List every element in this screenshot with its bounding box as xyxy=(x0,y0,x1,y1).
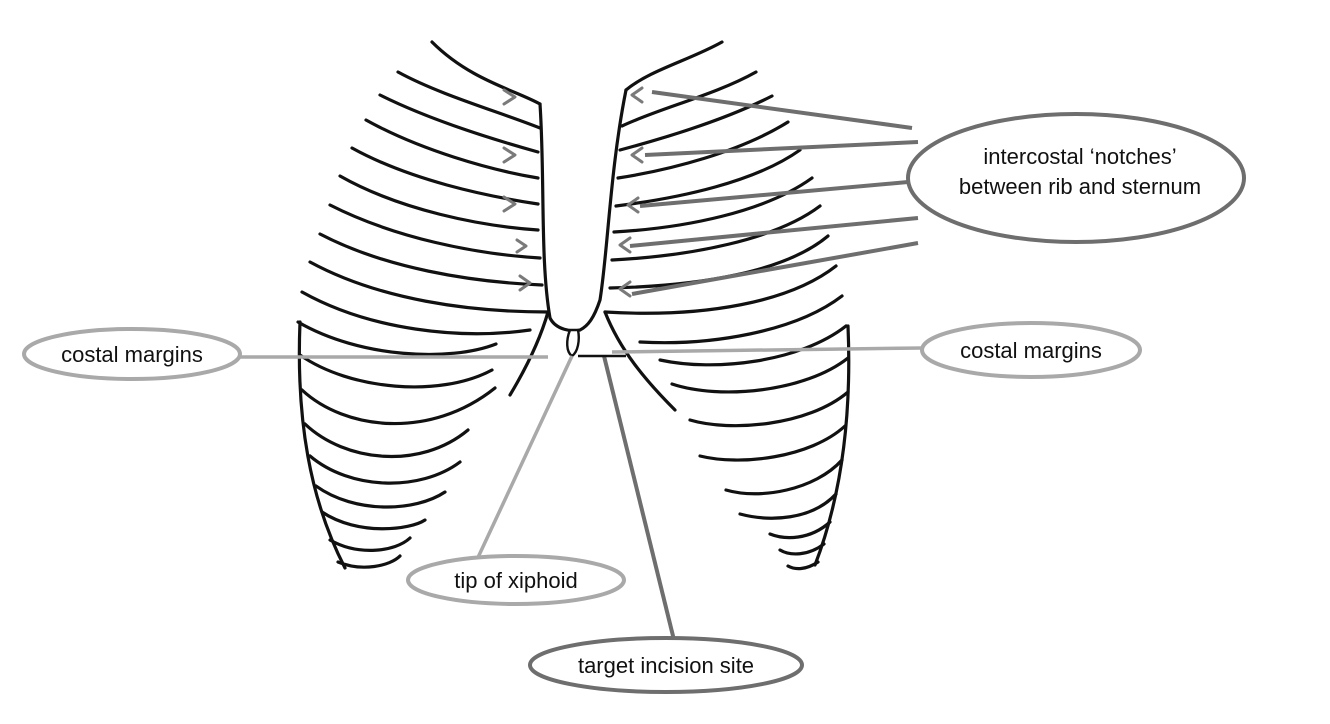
costal-margins-left-label: costal margins xyxy=(22,327,242,381)
intercostal-notches-label: intercostal ‘notches’ between rib and st… xyxy=(906,112,1246,244)
sternum xyxy=(538,88,628,358)
intercostal-leader-lines xyxy=(629,90,919,296)
costal-margins-right-text: costal margins xyxy=(960,338,1102,363)
costal-margins-left-text: costal margins xyxy=(61,342,203,367)
tip-of-xiphoid-text: tip of xiphoid xyxy=(454,568,578,593)
xiphoid-process xyxy=(566,328,580,358)
tip-of-xiphoid-label: tip of xiphoid xyxy=(406,554,626,606)
right-ribs xyxy=(603,40,851,571)
costal-margin-right-leader xyxy=(611,346,923,354)
intercostal-label-line1: intercostal ‘notches’ xyxy=(983,144,1176,169)
target-incision-site-label: target incision site xyxy=(528,636,804,694)
intercostal-label-line2: between rib and sternum xyxy=(959,174,1201,199)
costal-margins-right-label: costal margins xyxy=(920,321,1142,379)
intercostal-notch-marks xyxy=(502,86,644,298)
left-ribs xyxy=(296,40,550,570)
incision-leader xyxy=(602,355,676,641)
target-incision-site-text: target incision site xyxy=(578,653,754,678)
xiphoid-leader xyxy=(472,355,574,567)
